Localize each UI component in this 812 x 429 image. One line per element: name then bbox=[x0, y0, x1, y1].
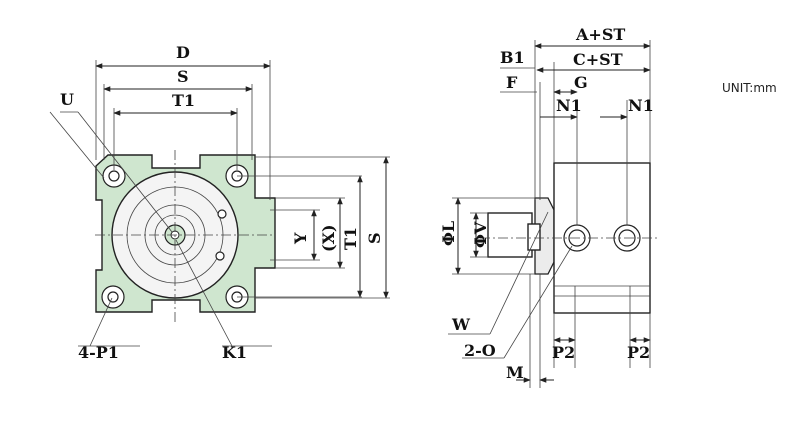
dim-label-F: F bbox=[506, 73, 518, 92]
unit-note: UNIT:mm bbox=[722, 81, 777, 95]
dim-label-N1-right: N1 bbox=[628, 96, 654, 115]
dim-label-C-ST: C+ST bbox=[573, 50, 623, 69]
dim-label-A-ST: A+ST bbox=[575, 25, 625, 44]
dim-label-G: G bbox=[574, 73, 588, 92]
dim-label-P2-right: P2 bbox=[627, 343, 650, 362]
dim-label-W: W bbox=[451, 315, 471, 334]
piston-rod bbox=[487, 212, 533, 258]
front-view: D S T1 U Y (X) T1 S 4-P1 bbox=[49, 43, 390, 362]
dim-label-X: (X) bbox=[319, 224, 338, 252]
dim-label-S: S bbox=[177, 67, 189, 86]
side-view: A+ST B1 C+ST F G N1 N1 ΦL ΦV W bbox=[439, 25, 660, 388]
dim-label-M: M bbox=[506, 363, 524, 382]
dim-label-U: U bbox=[60, 90, 74, 109]
dim-label-S-side: S bbox=[365, 232, 384, 244]
dim-label-T1-side: T1 bbox=[341, 227, 360, 250]
dim-label-L: ΦL bbox=[439, 221, 458, 246]
dim-label-V: ΦV bbox=[471, 221, 490, 248]
dim-label-B1: B1 bbox=[500, 48, 525, 67]
mounting-hole bbox=[101, 285, 125, 309]
dim-label-N1-left: N1 bbox=[556, 96, 582, 115]
dim-label-P1: 4-P1 bbox=[78, 343, 119, 362]
dim-label-D: D bbox=[176, 43, 190, 62]
dim-label-Y: Y bbox=[291, 232, 310, 245]
dim-label-P2-left: P2 bbox=[552, 343, 575, 362]
dim-label-K1: K1 bbox=[222, 343, 247, 362]
dim-label-T1: T1 bbox=[172, 91, 195, 110]
dim-label-O: 2-O bbox=[464, 341, 496, 360]
